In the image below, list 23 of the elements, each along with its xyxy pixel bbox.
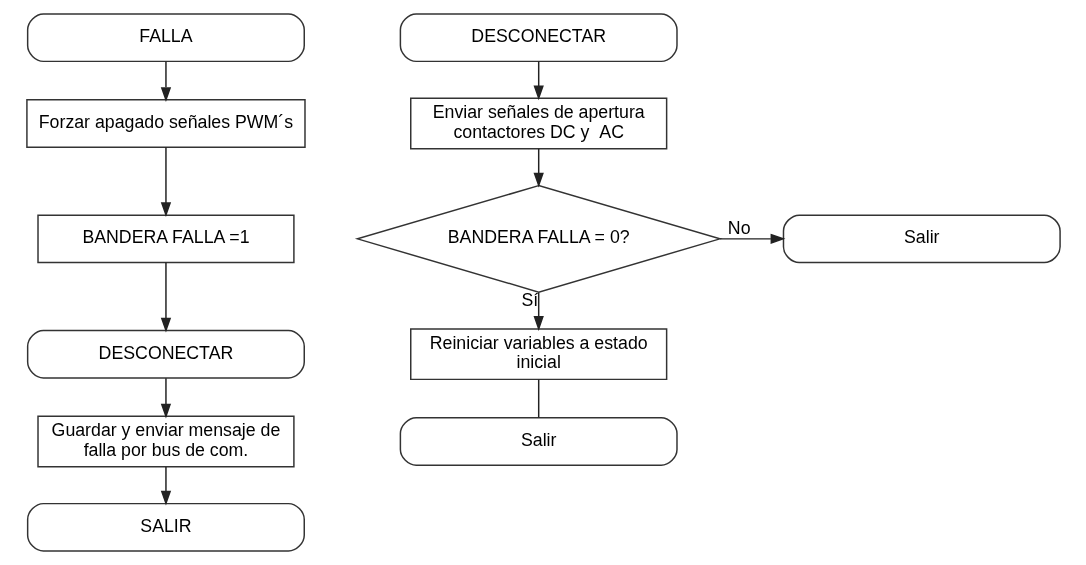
arrow	[160, 261, 171, 333]
node-box: Salir	[782, 214, 1061, 264]
node-box: Enviar señales de apertura contactores DC y AC	[409, 97, 667, 150]
node-diamond: BANDERA FALLA = 0?	[354, 184, 722, 293]
node-box: SALIR	[26, 502, 305, 552]
edge-label: No	[727, 217, 751, 238]
arrow	[718, 233, 785, 245]
node-box: FALLA	[26, 13, 305, 63]
arrow	[160, 146, 171, 218]
arrow	[160, 377, 171, 419]
arrow	[533, 60, 544, 101]
connector	[537, 378, 539, 419]
node-box: BANDERA FALLA =1	[36, 214, 295, 264]
node-box: Salir	[399, 417, 678, 466]
node-box: DESCONECTAR	[26, 329, 305, 379]
arrow	[533, 291, 544, 331]
node-box: Forzar apagado señales PWM´s	[25, 99, 306, 148]
node-box: DESCONECTAR	[399, 13, 678, 63]
node-box: Reiniciar variables a estado inicial	[409, 328, 667, 381]
arrow	[533, 148, 544, 188]
node-box: Guardar y enviar mensaje de falla por bus de com.	[36, 415, 295, 468]
arrow	[160, 60, 171, 102]
arrow	[160, 466, 171, 506]
